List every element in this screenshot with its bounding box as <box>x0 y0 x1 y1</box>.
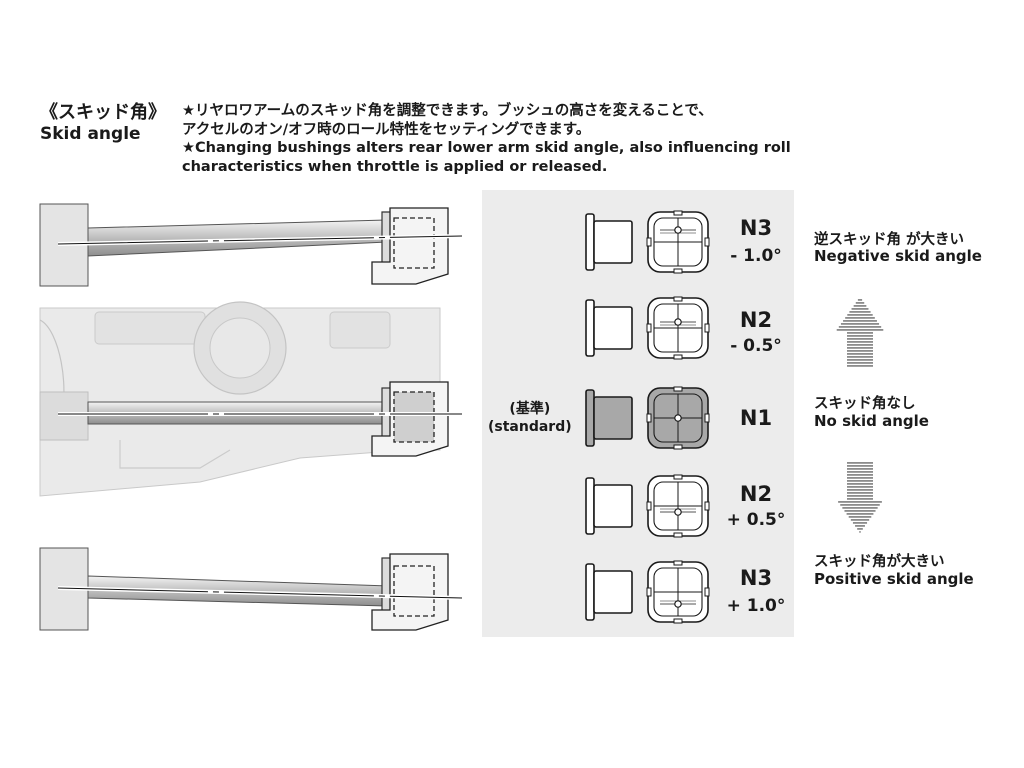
bushing-side-view <box>585 477 633 535</box>
bushing-row <box>585 474 710 538</box>
suspension-mount <box>371 207 449 285</box>
housing-boss-inner <box>209 317 271 379</box>
bushing-code-n3-negative: N3 <box>739 216 773 240</box>
bushing-side-view <box>585 299 633 357</box>
bushing-value-n3-negative: - 1.0° <box>730 246 782 266</box>
negative-label-jp: 逆スキッド角 が大きい <box>814 232 965 248</box>
standard-label: (基準) (standard) <box>488 400 572 436</box>
title-en: Skid angle <box>40 124 141 144</box>
down-arrow-icon <box>838 462 882 533</box>
bushing-code-n3-positive: N3 <box>739 566 773 590</box>
hidden-bushing-outline <box>393 391 435 443</box>
bushing-top-view <box>646 474 710 538</box>
bushing-code-n2-positive: N2 <box>739 482 773 506</box>
bushing-top-view <box>646 296 710 360</box>
bushing-side-view <box>585 389 633 447</box>
negative-label-en: Negative skid angle <box>814 247 982 265</box>
description-line-1: ★リヤロワアームのスキッド角を調整できます。ブッシュの高さを変えることで、 <box>182 103 713 119</box>
bushing-value-n2-positive: + 0.5° <box>726 510 786 530</box>
bushing-row <box>585 386 710 450</box>
hidden-bushing-outline <box>393 565 435 617</box>
arm-negative <box>39 203 463 287</box>
up-arrow-icon <box>836 299 884 367</box>
bushing-top-view <box>646 210 710 274</box>
bushing-panel <box>482 190 794 637</box>
hidden-bushing-outline <box>393 217 435 269</box>
positive-label-en: Positive skid angle <box>814 570 974 588</box>
description-line-4: characteristics when throttle is applied… <box>182 158 608 175</box>
description-line-3: ★Changing bushings alters rear lower arm… <box>182 140 791 156</box>
bushing-code-n1: N1 <box>739 406 773 430</box>
bushing-row <box>585 560 710 624</box>
bushing-top-view <box>646 386 710 450</box>
bushing-value-n2-negative: - 0.5° <box>730 336 782 356</box>
arm-positive <box>39 547 463 631</box>
bushing-icons <box>585 210 710 624</box>
description-line-2: アクセルのオン/オフ時のロール特性をセッティングできます。 <box>182 121 591 138</box>
housing-mount <box>329 311 391 349</box>
standard-label-jp: (基準) <box>509 401 551 417</box>
bushing-top-view <box>646 560 710 624</box>
title-jp: 《スキッド角》 <box>40 102 166 123</box>
axis-line <box>57 587 463 599</box>
bushing-side-view <box>585 563 633 621</box>
housing-lower-contour <box>119 440 231 469</box>
suspension-mount <box>371 553 449 631</box>
bushing-row <box>585 210 710 274</box>
standard-label-en: (standard) <box>488 419 572 435</box>
description: ★リヤロワアームのスキッド角を調整できます。ブッシュの高さを変えることで、 アク… <box>182 102 802 176</box>
bushing-value-n3-positive: + 1.0° <box>726 596 786 616</box>
housing-ledge <box>94 311 206 345</box>
bushing-code-n2-negative: N2 <box>739 308 773 332</box>
axis-line <box>57 235 463 245</box>
positive-label-jp: スキッド角が大きい <box>814 554 945 570</box>
bushing-side-view <box>585 213 633 271</box>
no-skid-label-en: No skid angle <box>814 412 929 430</box>
no-skid-label-jp: スキッド角なし <box>814 396 916 412</box>
arm-neutral <box>39 301 462 497</box>
bushing-row <box>585 296 710 360</box>
